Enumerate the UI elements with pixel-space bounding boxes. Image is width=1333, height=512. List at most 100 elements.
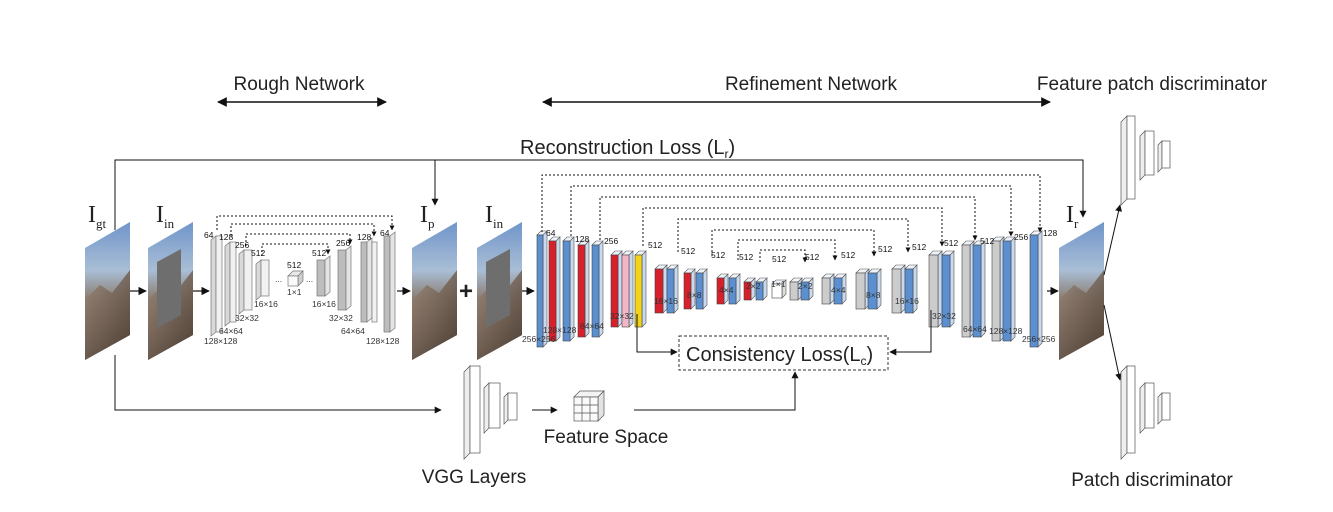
refine-ch-12: 512	[944, 238, 958, 248]
rough-network-title: Rough Network	[234, 74, 365, 95]
refine-skip-512d	[737, 239, 838, 261]
refine-block-26	[941, 250, 955, 328]
arrow-ir-to-patch-disc	[1103, 304, 1123, 381]
refine-size-1: 128×128	[543, 325, 577, 335]
refine-skip-512b	[677, 218, 911, 253]
consistency-loss-box	[678, 335, 889, 371]
refine-skip-512a	[642, 207, 945, 247]
refine-ch-5: 512	[711, 250, 725, 260]
rough-block-16	[255, 259, 270, 301]
refine-size-2: 64×64	[580, 321, 604, 331]
rough-network: ... ... 64 128	[204, 215, 400, 346]
refine-size-10: 4×4	[831, 285, 846, 295]
image-i-gt	[85, 222, 130, 360]
feature-patch-discriminator	[1120, 115, 1171, 206]
rough-size-0: 128×128	[204, 336, 238, 346]
refine-size-6: 4×4	[719, 285, 734, 295]
label-i-r: Ir	[1066, 202, 1079, 231]
consistency-arrow-right	[889, 310, 932, 356]
patch-discriminator	[1120, 365, 1171, 460]
refine-block-31	[1029, 230, 1043, 348]
consistency-arrow-left	[636, 314, 678, 356]
rough-size-3: 16×16	[254, 299, 278, 309]
refine-ch-7: 512	[772, 254, 786, 264]
rough-size-7: 64×64	[341, 326, 365, 336]
rough-ch-3: 512	[251, 248, 265, 258]
rough-block-1x1	[287, 270, 304, 287]
refine-block-10	[683, 268, 696, 310]
refine-size-14: 64×64	[963, 324, 987, 334]
refine-block-28	[972, 240, 986, 338]
refinement-skips	[541, 174, 1043, 263]
refine-ch-1: 128	[575, 234, 589, 244]
reconstruction-loss-label: Reconstruction Loss (Lr)	[520, 137, 735, 161]
rough-ch-5: 256	[336, 238, 350, 248]
refine-size-11: 8×8	[866, 290, 881, 300]
rough-block-32-dec	[337, 245, 352, 311]
rough-size-6: 32×32	[329, 313, 353, 323]
refine-block-11	[695, 268, 708, 310]
refine-block-2	[562, 236, 575, 342]
refine-block-9	[666, 264, 679, 314]
refine-size-5: 8×8	[687, 290, 702, 300]
rough-size-2: 32×32	[235, 313, 259, 323]
refine-size-13: 32×32	[932, 311, 956, 321]
image-i-in-refine	[477, 222, 522, 360]
refine-ch-6: 512	[739, 252, 753, 262]
refine-size-3: 32×32	[610, 311, 634, 321]
refine-ch-2: 256	[604, 236, 618, 246]
refine-size-7: 2×2	[746, 281, 761, 291]
image-i-r	[1059, 222, 1104, 360]
rough-ellipsis-left: ...	[275, 274, 282, 284]
refine-ch-9: 512	[841, 250, 855, 260]
refine-block-21	[855, 268, 870, 310]
refine-block-7	[634, 250, 647, 328]
rough-ch-1: 128	[219, 232, 233, 242]
feature-space-label: Feature Space	[544, 427, 669, 448]
rough-ellipsis-right: ...	[306, 274, 313, 284]
rough-block-32	[238, 249, 253, 315]
refine-ch-15: 128	[1043, 228, 1057, 238]
feature-patch-discriminator-title: Feature patch discriminator	[1037, 74, 1268, 95]
refine-skip-64	[541, 174, 1043, 233]
rough-ch-6: 128	[357, 232, 371, 242]
consistency-loss-label: Consistency Loss(Lc)	[686, 344, 873, 368]
arrow-gt-to-vgg	[114, 355, 442, 414]
image-i-p	[412, 222, 457, 360]
refine-ch-11: 512	[912, 242, 926, 252]
refine-block-4	[591, 240, 604, 338]
rough-block-128	[210, 235, 223, 337]
refine-ch-14: 256	[1014, 232, 1028, 242]
rough-skip-64	[216, 215, 395, 231]
refine-skip-128	[570, 185, 1014, 237]
label-i-in-refine: Iin	[485, 202, 504, 231]
refine-size-15: 128×128	[989, 326, 1023, 336]
refine-size-8: 1×1	[771, 279, 786, 289]
refine-ch-10: 512	[878, 244, 892, 254]
rough-size-1: 64×64	[219, 326, 243, 336]
rough-skip-256	[245, 233, 353, 246]
rough-size-4: 1×1	[287, 287, 302, 297]
rough-block-128-dec	[383, 231, 396, 333]
refine-ch-4: 512	[681, 246, 695, 256]
refine-block-30	[1002, 236, 1016, 342]
refine-size-0: 256×256	[522, 334, 556, 344]
rough-block-16-dec	[316, 255, 331, 297]
rough-ch-7: 64	[380, 228, 390, 238]
refine-skip-512c	[711, 229, 877, 257]
refine-ch-8: 512	[805, 252, 819, 262]
rough-block-64	[224, 241, 237, 327]
rough-ch-0: 64	[204, 230, 214, 240]
refinement-network	[536, 230, 1043, 348]
rough-ch-4: 512	[312, 248, 326, 258]
refine-block-24	[904, 264, 918, 314]
refine-block-13	[728, 273, 741, 305]
label-i-p: Ip	[420, 202, 435, 231]
refine-block-12	[716, 273, 729, 305]
refine-ch-0: 64	[546, 228, 556, 238]
rough-skip-128	[230, 223, 377, 237]
rough-size-5: 16×16	[312, 299, 336, 309]
vgg-layers-label: VGG Layers	[422, 467, 527, 488]
feature-space-grid-icon	[573, 390, 605, 422]
